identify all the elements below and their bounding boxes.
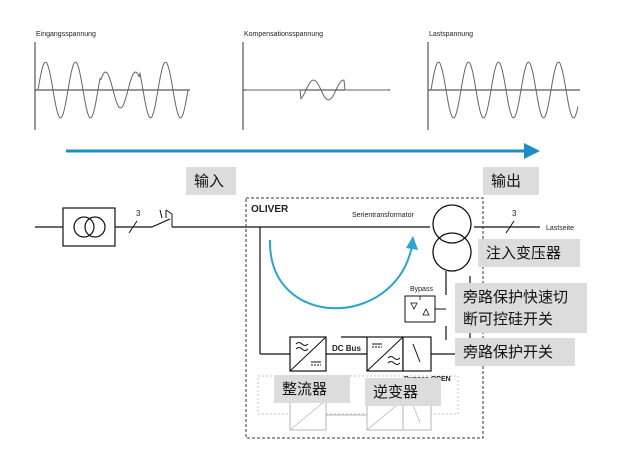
phase-mark-right: 3	[505, 209, 517, 234]
series-transformer-icon	[432, 204, 472, 272]
flow-curve	[268, 239, 413, 310]
flow-arrow	[66, 143, 540, 159]
input-transformer-icon	[62, 207, 116, 247]
inverter-label: 逆变器	[365, 378, 441, 406]
bypass-fast-switch-label-line1: 旁路保护快速切	[463, 288, 569, 306]
injection-transformer-label: 注入变压器	[478, 239, 580, 267]
serientransformator-label: Serientransformator	[352, 212, 415, 219]
bypass-thyristor-icon: Bypass	[404, 286, 446, 323]
input-voltage-wave	[37, 61, 189, 119]
load-voltage-wave	[430, 61, 579, 119]
inverter-icon	[366, 336, 432, 372]
lastseite-label: Lastseite	[546, 225, 574, 232]
phase-count-right: 3	[512, 209, 517, 218]
plot-label-load-voltage: Lastspannung	[429, 31, 473, 38]
plot-label-compensation-voltage: Kompensationsspannung	[244, 31, 323, 38]
output-label: 输出	[483, 167, 539, 195]
rectifier-label: 整流器	[274, 375, 350, 403]
phase-count-left: 3	[136, 209, 141, 218]
compensation-voltage-plot: Kompensationsspannung	[242, 31, 390, 130]
phase-mark-left: 3	[128, 209, 141, 234]
oliver-title: OLIVER	[251, 204, 289, 215]
input-switch-icon	[151, 209, 173, 228]
bypass-label: Bypass	[410, 286, 433, 293]
dc-loop-wiring	[259, 227, 471, 355]
plot-label-input-voltage: Eingangsspannung	[36, 31, 96, 38]
bypass-switch-label: 旁路保护开关	[455, 338, 575, 366]
rectifier-icon	[289, 336, 327, 372]
flow-curve-arrowhead	[406, 236, 418, 250]
dc-bus-label: DC Bus	[332, 344, 361, 353]
input-label: 输入	[186, 167, 236, 195]
compensation-voltage-wave	[246, 79, 388, 101]
bypass-fast-switch-label: 旁路保护快速切 断可控硅开关	[455, 283, 587, 333]
bypass-fast-switch-label-line2: 断可控硅开关	[463, 310, 554, 328]
input-voltage-plot: Eingangsspannung	[34, 31, 190, 130]
load-voltage-plot: Lastspannung	[427, 31, 580, 130]
